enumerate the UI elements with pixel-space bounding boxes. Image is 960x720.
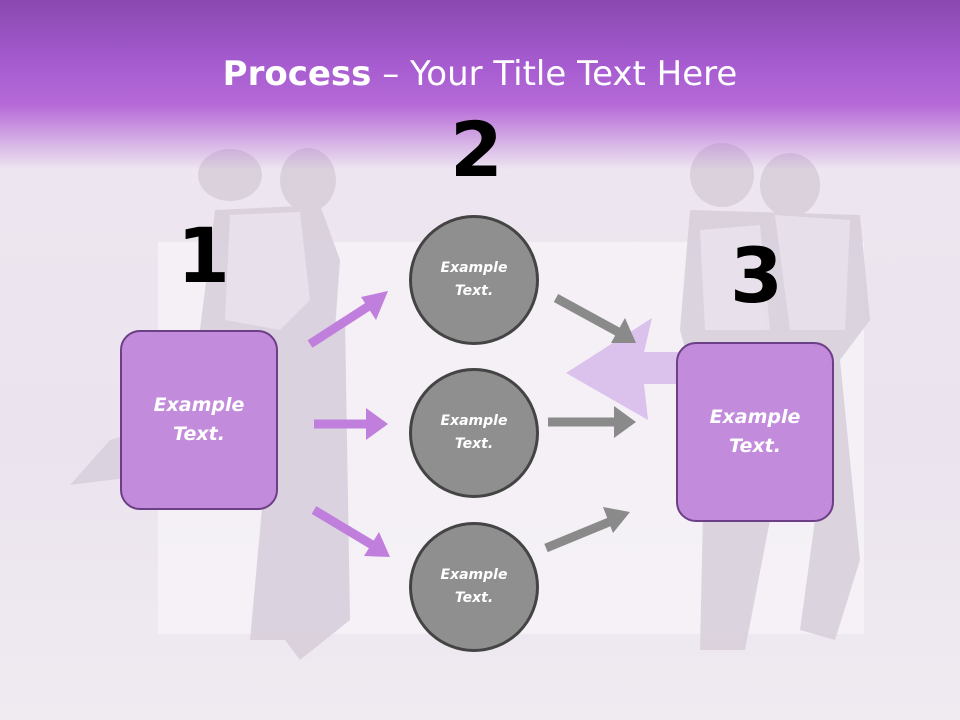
step-number-1: 1 [177, 211, 230, 300]
title-dash: – [382, 54, 411, 94]
step-2-circle-3[interactable]: Example Text. [409, 522, 539, 652]
gray-arrow-middle [548, 406, 636, 438]
step-1-text-line1: Example [153, 394, 245, 416]
circle-3-text-line1: Example [440, 567, 508, 583]
step-3-text-line1: Example [709, 406, 801, 428]
purple-arrow-up [307, 291, 388, 348]
purple-arrow-middle [314, 408, 388, 440]
step-3-text-line2: Text. [729, 435, 781, 457]
big-left-arrow [566, 318, 700, 420]
circle-1-text-line1: Example [440, 260, 508, 276]
gray-arrow-down [553, 294, 636, 343]
title-bold: Process [222, 54, 372, 94]
step-2-circle-1[interactable]: Example Text. [409, 215, 539, 345]
purple-arrow-down [311, 506, 390, 557]
title-bar [0, 0, 960, 170]
step-1-text-line2: Text. [173, 423, 225, 445]
circle-1-text-line2: Text. [454, 283, 494, 299]
circle-2-text-line1: Example [440, 413, 508, 429]
gray-arrow-up [544, 507, 630, 553]
slide-title: Process – Your Title Text Here [0, 52, 960, 96]
circle-3-text-line2: Text. [454, 590, 494, 606]
step-number-2: 2 [450, 105, 503, 194]
step-number-3: 3 [730, 231, 783, 320]
step-1-box[interactable]: Example Text. [120, 330, 278, 510]
step-3-box[interactable]: Example Text. [676, 342, 834, 522]
title-rest: Your Title Text Here [410, 54, 738, 94]
circle-2-text-line2: Text. [454, 436, 494, 452]
step-2-circle-2[interactable]: Example Text. [409, 368, 539, 498]
